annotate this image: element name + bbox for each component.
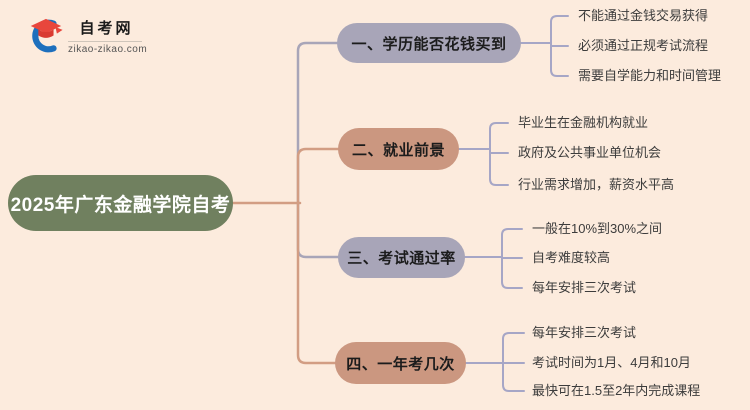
branch-node-2: 二、就业前景 bbox=[338, 128, 459, 170]
branch-node-3: 三、考试通过率 bbox=[338, 237, 465, 278]
leaf-item: 不能通过金钱交易获得 bbox=[578, 8, 709, 23]
branch-4-label: 四、一年考几次 bbox=[346, 355, 455, 373]
leaf-item: 需要自学能力和时间管理 bbox=[578, 68, 722, 83]
root-topic-node: 2025年广东金融学院自考 bbox=[8, 175, 233, 231]
leaf-item: 每年安排三次考试 bbox=[532, 280, 637, 295]
leaf-item: 行业需求增加，薪资水平高 bbox=[518, 177, 675, 192]
leaf-item: 一般在10%到30%之间 bbox=[532, 221, 663, 236]
logo-divider bbox=[68, 41, 142, 42]
leaf-item: 毕业生在金融机构就业 bbox=[518, 115, 649, 130]
site-logo[interactable]: 自考网 zikao-zikao.com bbox=[26, 17, 148, 55]
connector-branch-3-items bbox=[463, 228, 523, 289]
connector-branch-4-items bbox=[464, 332, 525, 392]
branch-node-1: 一、学历能否花钱买到 bbox=[337, 23, 521, 63]
leaf-item: 最快可在1.5至2年内完成课程 bbox=[532, 383, 701, 398]
leaf-item: 每年安排三次考试 bbox=[532, 325, 637, 340]
branch-1-label: 一、学历能否花钱买到 bbox=[351, 35, 507, 53]
branch-2-label: 二、就业前景 bbox=[351, 141, 445, 159]
leaf-item: 政府及公共事业单位机会 bbox=[518, 145, 662, 160]
branch-node-4: 四、一年考几次 bbox=[335, 342, 466, 384]
graduation-cap-logo-icon bbox=[30, 18, 63, 53]
connector-branch-4 bbox=[296, 201, 337, 365]
leaf-item: 必须通过正规考试流程 bbox=[578, 38, 709, 53]
connector-branch-3 bbox=[296, 201, 340, 259]
connector-branch-2 bbox=[296, 147, 340, 205]
leaf-item: 自考难度较高 bbox=[532, 250, 611, 265]
site-name: 自考网 bbox=[79, 20, 134, 37]
root-topic-label: 2025年广东金融学院自考 bbox=[10, 194, 231, 216]
branch-3-label: 三、考试通过率 bbox=[347, 250, 456, 267]
leaf-item: 考试时间为1月、4月和10月 bbox=[532, 355, 691, 370]
connector-branch-1 bbox=[296, 41, 339, 205]
site-url: zikao-zikao.com bbox=[68, 44, 148, 55]
connector-branch-2-items bbox=[457, 122, 509, 186]
connector-branch-1-items bbox=[519, 15, 569, 77]
